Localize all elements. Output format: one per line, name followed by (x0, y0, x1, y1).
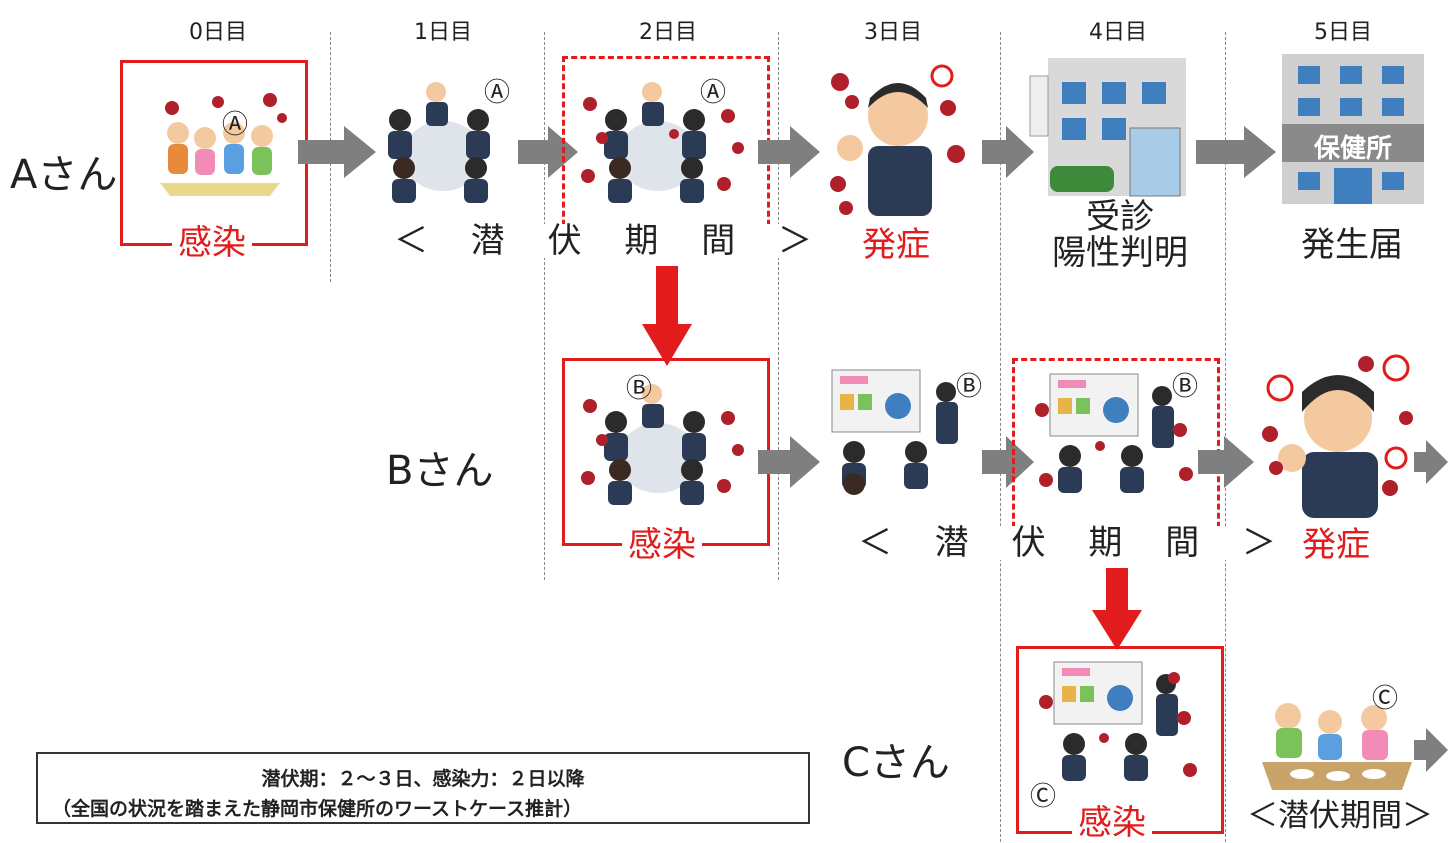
day-separator (1000, 32, 1001, 842)
arrow-right (1414, 728, 1448, 772)
meeting-infected-illustration (581, 82, 744, 203)
row-c-latent-label: ＜潜伏期間＞ (1247, 798, 1433, 834)
day-3-label: 3日目 (864, 20, 922, 45)
presentation-infected-illustration (1039, 661, 1197, 781)
health-center-sign: 保健所 (1313, 134, 1392, 164)
day-separator (778, 32, 779, 580)
day-5-label: 5日目 (1314, 20, 1372, 45)
sick-woman-illustration (1262, 354, 1413, 518)
row-a-report-label: 発生届 (1301, 225, 1403, 265)
transmission-arrow-down (1092, 568, 1142, 650)
meeting-illustration (388, 82, 490, 203)
marker-b: Ⓑ (956, 372, 983, 402)
presentation-illustration (831, 369, 958, 495)
person-b-label: Bさん (386, 448, 494, 494)
row-b-infection-label: 感染 (622, 528, 702, 562)
presentation-infected-illustration (1035, 373, 1193, 493)
person-c-label: Cさん (842, 740, 950, 786)
marker-a: Ⓐ (222, 110, 249, 140)
picnic-illustration (160, 93, 287, 196)
day-4-label: 4日目 (1089, 20, 1147, 45)
arrow-right (1198, 436, 1254, 488)
row-b-onset-label: 発症 (1296, 528, 1376, 562)
day-separator (544, 32, 545, 580)
transmission-arrow-down (642, 266, 692, 366)
row-a-infection-label: 感染 (172, 226, 252, 260)
marker-a: Ⓐ (700, 78, 727, 108)
marker-b: Ⓑ (626, 374, 653, 404)
day-1-label: 1日目 (414, 20, 472, 45)
marker-c: Ⓒ (1372, 684, 1399, 714)
row-c-infection-label: 感染 (1072, 806, 1152, 840)
family-dinner-illustration (1262, 703, 1412, 790)
arrow-right (982, 126, 1034, 178)
row-b-latent-label: ＜ 潜 伏 期 間 ＞ (858, 523, 1293, 563)
meeting-infected-illustration (581, 384, 744, 505)
sick-man-illustration (830, 64, 965, 216)
visit-line2: 陽性判明 (1052, 232, 1188, 273)
health-center-building-icon (1282, 54, 1424, 204)
day-2-label: 2日目 (639, 20, 697, 45)
clinic-building-icon (1029, 58, 1186, 197)
row-a-visit-label: 受診 陽性判明 (1050, 197, 1190, 273)
note-line2: （全国の状況を踏まえた静岡市保健所のワーストケース推計） (52, 798, 583, 820)
marker-a: Ⓐ (484, 78, 511, 108)
row-a-onset-label: 発症 (856, 228, 936, 262)
row-a-latent-label: ＜ 潜 伏 期 間 ＞ (394, 221, 829, 261)
note-line1: 潜伏期：２～３日、感染力：２日以降 (261, 768, 585, 790)
arrow-right (758, 126, 820, 178)
arrow-right (1414, 440, 1448, 484)
arrow-right (1196, 126, 1276, 178)
arrow-right (758, 436, 820, 488)
marker-c: Ⓒ (1030, 782, 1057, 812)
arrow-right (298, 126, 376, 178)
day-separator (1225, 32, 1226, 842)
visit-line1: 受診 (1086, 197, 1154, 237)
day-0-label: 0日目 (189, 20, 247, 45)
person-a-label: Aさん (10, 152, 118, 198)
marker-b: Ⓑ (1172, 372, 1199, 402)
incubation-note-box: 潜伏期：２～３日、感染力：２日以降 （全国の状況を踏まえた静岡市保健所のワースト… (36, 752, 810, 824)
